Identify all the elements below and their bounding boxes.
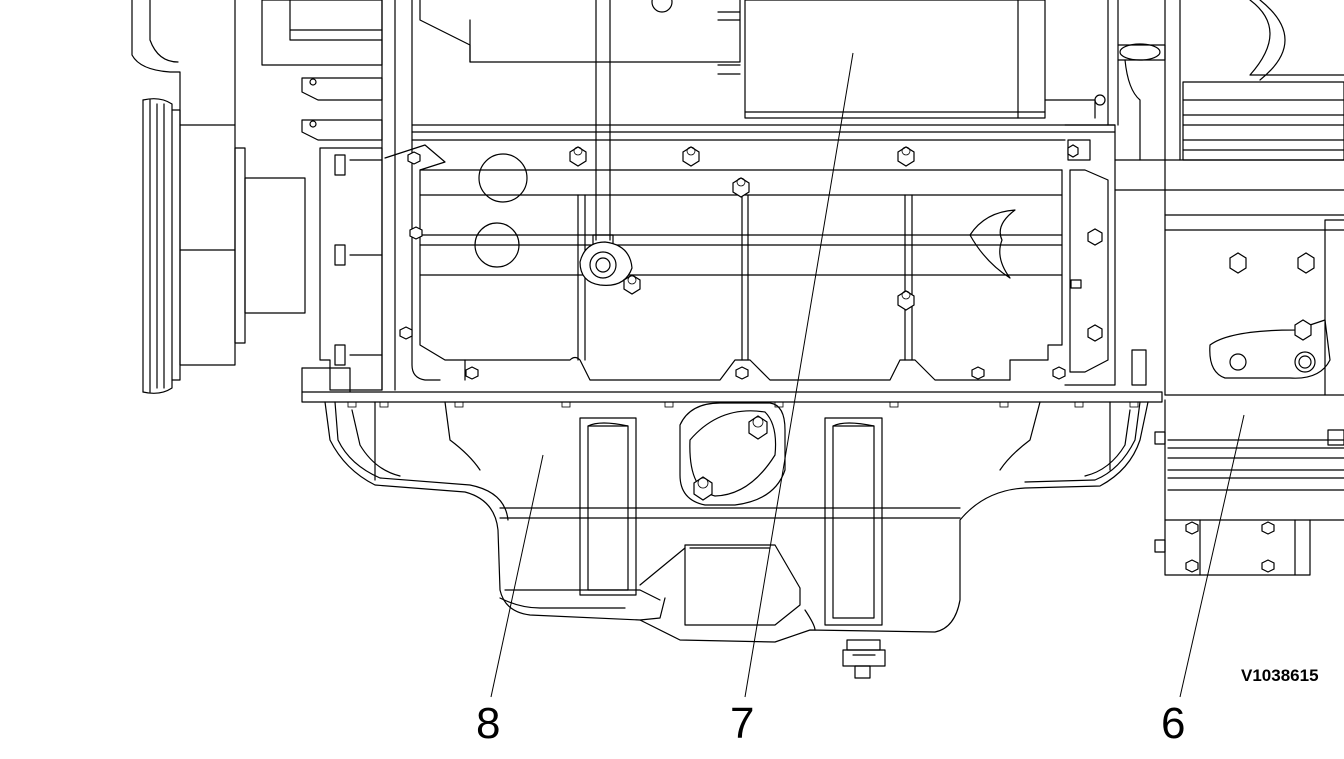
lower-right-housing [1154, 394, 1344, 576]
callout-7: 7 [730, 699, 755, 748]
callout-leaders [490, 52, 1245, 698]
dipstick-tube [579, 0, 641, 295]
engine-block [384, 124, 1116, 381]
figure-reference-code: V1038615 [1241, 666, 1319, 685]
oil-pan [324, 401, 1149, 679]
leader-line-7 [744, 52, 854, 698]
upper-housings [419, 0, 1106, 119]
callout-6: 6 [1161, 699, 1186, 748]
front-bracket [261, 0, 413, 391]
flywheel-housing [1064, 0, 1344, 396]
rail-bolts [399, 146, 1066, 380]
oil-pan-flange [301, 367, 1163, 408]
leader-line-8 [490, 454, 544, 698]
crankshaft-pulley [131, 0, 306, 394]
callout-8: 8 [476, 699, 501, 748]
leader-line-6 [1179, 414, 1245, 698]
